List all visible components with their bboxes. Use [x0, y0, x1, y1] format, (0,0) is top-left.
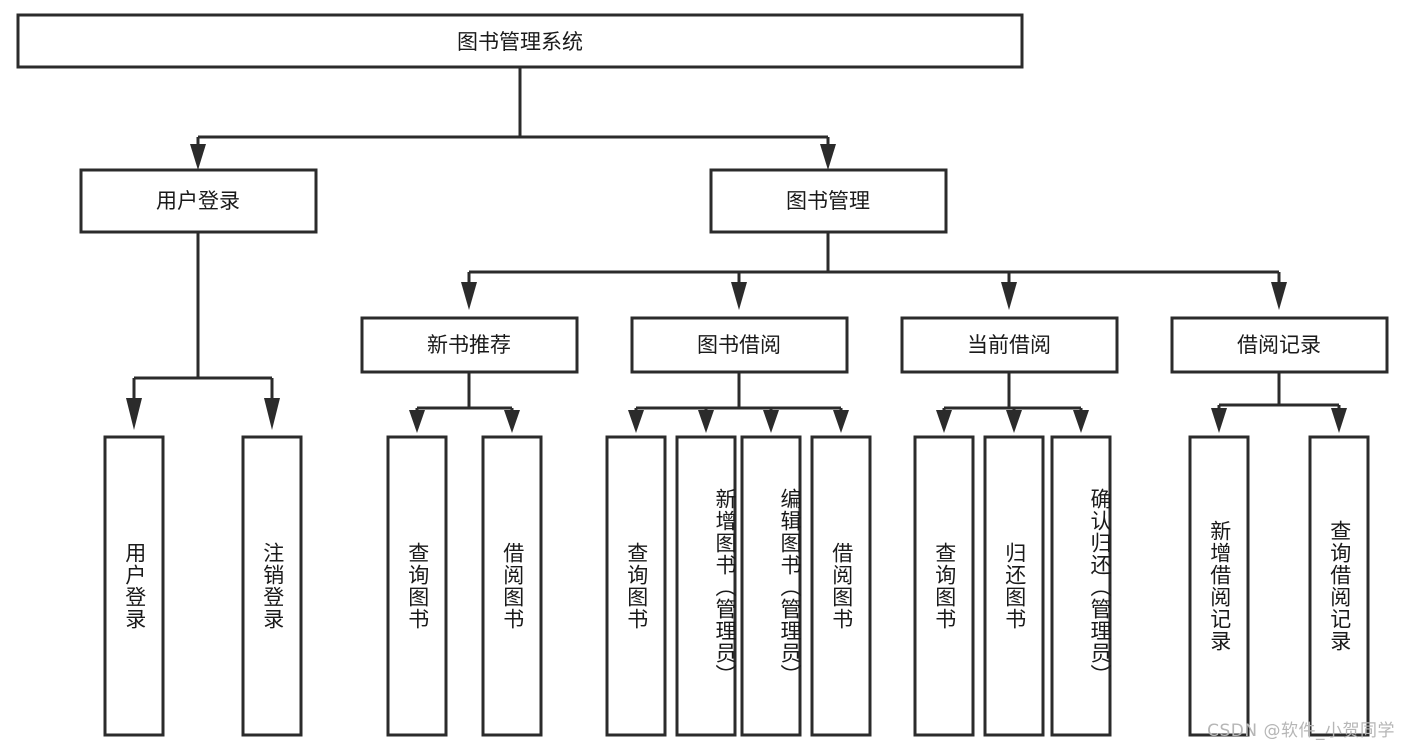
leaf-query-record-box[interactable]: [1308, 435, 1370, 737]
node-book-manage-label: 图书管理: [786, 189, 870, 213]
node-user-login-box[interactable]: [79, 168, 318, 234]
connector-group-borrow-record: [1211, 372, 1347, 433]
arrow-bb-to-leaf-borrow-book: [833, 410, 849, 433]
node-user-login[interactable]: 用户登录: [79, 168, 318, 234]
leaf-query-book-borrow-box[interactable]: [605, 435, 667, 737]
node-book-manage[interactable]: 图书管理: [709, 168, 948, 234]
arrow-bm-to-book-borrow: [731, 282, 747, 310]
leaf-add-book-box[interactable]: [675, 435, 737, 737]
node-current-borrow[interactable]: 当前借阅: [900, 316, 1119, 374]
node-book-borrow[interactable]: 图书借阅: [630, 316, 849, 374]
node-root-label: 图书管理系统: [457, 30, 583, 54]
leaf-return-book-box[interactable]: [983, 435, 1045, 737]
leaf-borrow-book-rec-box[interactable]: [481, 435, 543, 737]
leaf-borrow-book-box[interactable]: [810, 435, 872, 737]
connector-group-current-borrow: [936, 372, 1089, 433]
leaf-edit-book-box[interactable]: [740, 435, 802, 737]
arrow-nbr-to-leaf-query-book: [409, 410, 425, 433]
leaf-query-book-rec-box[interactable]: [386, 435, 448, 737]
node-book-borrow-box[interactable]: [630, 316, 849, 374]
node-new-book-recommend[interactable]: 新书推荐: [360, 316, 579, 374]
node-new-book-recommend-label: 新书推荐: [427, 333, 511, 357]
connector-group-new-book-recommend: [409, 372, 520, 433]
node-current-borrow-box[interactable]: [900, 316, 1119, 374]
arrow-bb-to-leaf-edit-book: [763, 410, 779, 433]
arrow-ul-to-leaf-user-logout: [264, 398, 280, 430]
node-borrow-record-box[interactable]: [1170, 316, 1389, 374]
connector-group-book-borrow: [628, 372, 849, 433]
arrow-bb-to-leaf-add-book: [698, 410, 714, 433]
node-borrow-record[interactable]: 借阅记录: [1170, 316, 1389, 374]
node-borrow-record-label: 借阅记录: [1237, 333, 1321, 357]
arrow-bm-to-current-borrow: [1001, 282, 1017, 310]
leaf-boxes: [103, 435, 1370, 737]
arrow-root-to-book-manage: [820, 144, 836, 170]
arrow-bm-to-borrow-record: [1271, 282, 1287, 310]
leaf-confirm-return-box[interactable]: [1050, 435, 1112, 737]
connector-group-root: [190, 67, 836, 170]
csdn-watermark: CSDN @软件_小贺同学: [1207, 721, 1395, 741]
node-book-manage-box[interactable]: [709, 168, 948, 234]
leaf-user-login-box[interactable]: [103, 435, 165, 737]
node-root[interactable]: 图书管理系统: [16, 13, 1024, 69]
node-book-borrow-label: 图书借阅: [697, 333, 781, 357]
connector-group-book-manage: [461, 232, 1287, 310]
arrow-cb-to-leaf-query-book: [936, 410, 952, 433]
node-new-book-recommend-box[interactable]: [360, 316, 579, 374]
node-user-login-label: 用户登录: [156, 189, 240, 213]
arrow-bb-to-leaf-query-book: [628, 410, 644, 433]
arrow-br-to-leaf-add-record: [1211, 408, 1227, 433]
arrow-root-to-user-login: [190, 144, 206, 170]
node-current-borrow-label: 当前借阅: [967, 333, 1051, 357]
arrow-bm-to-new-book-recommend: [461, 282, 477, 310]
arrow-nbr-to-leaf-borrow-book: [504, 410, 520, 433]
arrow-cb-to-leaf-confirm-return: [1073, 410, 1089, 433]
connector-group-user-login: [126, 232, 280, 430]
leaf-query-book-cur-box[interactable]: [913, 435, 975, 737]
leaf-add-record-box[interactable]: [1188, 435, 1250, 737]
arrow-cb-to-leaf-return-book: [1006, 410, 1022, 433]
leaf-user-logout-box[interactable]: [241, 435, 303, 737]
arrow-ul-to-leaf-user-login: [126, 398, 142, 430]
arrow-br-to-leaf-query-record: [1331, 408, 1347, 433]
node-root-box[interactable]: [16, 13, 1024, 69]
